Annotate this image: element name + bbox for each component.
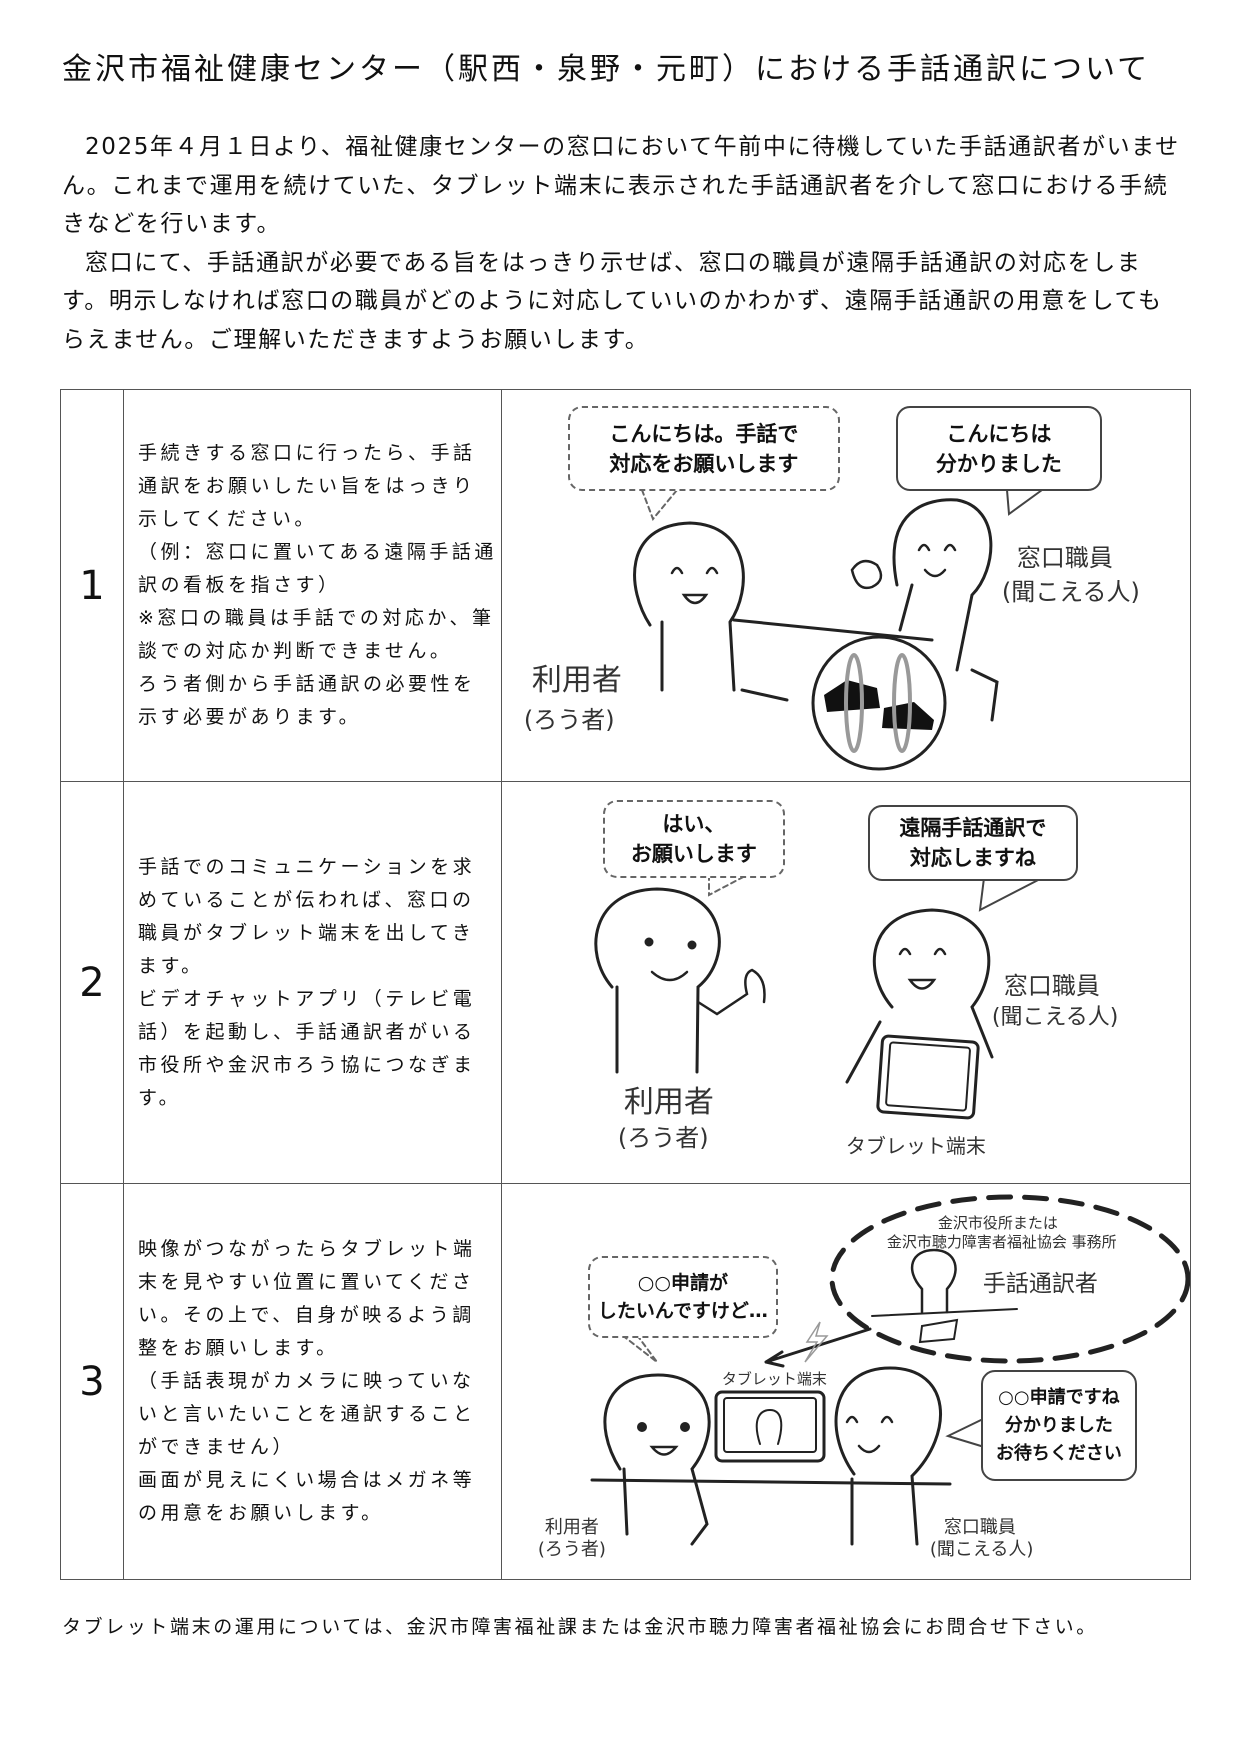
- bubble-text: 対応しますね: [909, 846, 1036, 870]
- staff-figure: [834, 1366, 942, 1546]
- page-title: 金沢市福祉健康センター（駅西・泉野・元町）における手話通訳について: [62, 52, 1151, 87]
- office-label-line2: 金沢市聴力障害者福祉協会 事務所: [886, 1233, 1117, 1251]
- staff-label: 窓口職員: [1016, 544, 1113, 572]
- text-line: 手続きする窓口に行ったら、手話: [138, 442, 476, 464]
- staff-figure: [892, 498, 993, 672]
- remote-office-ellipse: [829, 1194, 1190, 1364]
- text-line: 整をお願いします。: [138, 1337, 339, 1359]
- tablet-device: [714, 1390, 826, 1463]
- text-line: 示す必要があります。: [138, 706, 362, 728]
- tablet-scene-drawing: [594, 874, 1043, 1120]
- text-line: ※窓口の職員は手話での対応か、筆: [138, 607, 495, 629]
- office-label-line1: 金沢市役所または: [937, 1214, 1058, 1232]
- text-line: 市役所や金沢市ろう協につなぎま: [138, 1053, 476, 1076]
- user-speech-bubble: ○○申請が したいんですけど…: [587, 1256, 778, 1338]
- step-illustration: 金沢市役所または 金沢市聴力障害者福祉協会 事務所 手話通訳者 ○○申請が した…: [500, 1183, 1191, 1580]
- staff-sublabel: (聞こえる人): [991, 1005, 1119, 1030]
- step-number: 2: [60, 781, 124, 1184]
- step-number: 3: [60, 1183, 124, 1580]
- text-line: ビデオチャットアプリ（テレビ電: [138, 987, 476, 1010]
- bubble-text: こんにちは: [946, 421, 1052, 446]
- sign-hands: [823, 680, 880, 712]
- text-line: 通訳をお願いしたい旨をはっきり: [138, 475, 476, 497]
- step-illustration: はい、 お願いします 遠隔手話通訳で 対応しますね 利用者 (ろう者) 窓口職員…: [500, 781, 1191, 1184]
- staff-sublabel: (聞こえる人): [929, 1539, 1034, 1560]
- text-line: 手話でのコミュニケーションを求: [138, 855, 476, 878]
- video-call-scene-drawing: [590, 1194, 1190, 1546]
- bubble-text: お待ちください: [995, 1442, 1122, 1464]
- bubble-text: 分かりました: [1004, 1414, 1113, 1436]
- text-line: 示してください。: [138, 508, 317, 530]
- table-row: 2 手話でのコミュニケーションを求 めていることが伝われば、窓口の 職員がタブレ…: [60, 781, 1191, 1184]
- bubble-text: 対応をお願いします: [609, 451, 799, 476]
- desk: [732, 618, 999, 722]
- user-figure: [594, 887, 721, 1074]
- steps-table: 1 手続きする窓口に行ったら、手話 通訳をお願いしたい旨をはっきり 示してくださ…: [60, 389, 1191, 1580]
- step-description: 手話でのコミュニケーションを求 めていることが伝われば、窓口の 職員がタブレット…: [123, 781, 502, 1184]
- user-label: 利用者: [531, 663, 622, 698]
- text-line: ろう者側から手話通訳の必要性を: [138, 673, 476, 695]
- staff-label: 窓口職員: [1003, 972, 1100, 1000]
- text-line: い。その上で、自身が映るよう調: [138, 1304, 475, 1326]
- text-line: いと言いたいことを通訳すること: [138, 1403, 476, 1425]
- step-description: 映像がつながったらタブレット端 末を見やすい位置に置いてくださ い。その上で、自…: [123, 1183, 502, 1580]
- intro-paragraph: 2025年４月１日より、福祉健康センターの窓口において午前中に待機していた手話通…: [62, 134, 1180, 237]
- footer-note: タブレット端末の運用については、金沢市障害福祉課または金沢市聴力障害者福祉協会に…: [62, 1616, 1098, 1638]
- counter-scene-drawing: [633, 489, 1043, 771]
- staff-speech-bubble: 遠隔手話通訳で 対応しますね: [867, 805, 1078, 881]
- user-speech-bubble: はい、 お願いします: [602, 800, 785, 878]
- intro-text: 2025年４月１日より、福祉健康センターの窓口において午前中に待機していた手話通…: [62, 128, 1184, 359]
- tablet-device: [876, 1034, 980, 1120]
- text-line: 話）を起動し、手話通訳者がいる: [138, 1020, 476, 1043]
- text-line: 訳の看板を指さす）: [138, 574, 341, 596]
- desk: [590, 1478, 952, 1486]
- staff-speech-bubble: ○○申請ですね 分かりました お待ちください: [980, 1370, 1137, 1481]
- intro-paragraph: 窓口にて、手話通訳が必要である旨をはっきり示せば、窓口の職員が遠隔手話通訳の対応…: [62, 249, 1163, 353]
- bubble-text: ○○申請が: [637, 1272, 728, 1294]
- staff-sublabel: (聞こえる人): [1001, 578, 1140, 606]
- bubble-text: ○○申請ですね: [998, 1386, 1120, 1408]
- user-label: 利用者: [544, 1517, 599, 1538]
- text-line: ます。: [138, 954, 204, 977]
- text-line: 画面が見えにくい場合はメガネ等: [138, 1469, 476, 1491]
- table-row: 3 映像がつながったらタブレット端 末を見やすい位置に置いてくださ い。その上で…: [60, 1183, 1191, 1580]
- step-description: 手続きする窓口に行ったら、手話 通訳をお願いしたい旨をはっきり 示してください。…: [123, 389, 502, 782]
- staff-label: 窓口職員: [943, 1517, 1016, 1538]
- text-line: 末を見やすい位置に置いてくださ: [138, 1271, 475, 1293]
- user-figure: [633, 521, 745, 692]
- bubble-text: お願いします: [630, 842, 757, 866]
- text-line: 談での対応か判断できません。: [138, 640, 453, 662]
- bubble-text: 遠隔手話通訳で: [899, 816, 1047, 840]
- user-sublabel: (ろう者): [537, 1539, 606, 1560]
- bubble-text: 分かりました: [935, 451, 1062, 476]
- bubble-text: はい、: [662, 812, 726, 836]
- text-line: （例：窓口に置いてある遠隔手話通: [138, 541, 497, 563]
- step-number: 1: [60, 389, 124, 782]
- text-line: の用意をお願いします。: [138, 1502, 384, 1524]
- interpreter-figure: [910, 1248, 957, 1314]
- text-line: （手話表現がカメラに映っていな: [138, 1370, 475, 1392]
- step-illustration: こんにちは。手話で 対応をお願いします こんにちは 分かりました 利用者 (ろう…: [500, 389, 1191, 782]
- tablet-label: タブレット端末: [845, 1134, 986, 1158]
- tablet-label: タブレット端末: [721, 1370, 827, 1388]
- staff-speech-bubble: こんにちは 分かりました: [895, 406, 1102, 491]
- bubble-text: こんにちは。手話で: [609, 421, 799, 446]
- user-sublabel: (ろう者): [617, 1124, 709, 1152]
- staff-figure: [845, 908, 994, 1084]
- user-figure: [603, 1373, 711, 1546]
- text-line: 職員がタブレット端末を出してき: [138, 921, 475, 944]
- text-line: めていることが伝われば、窓口の: [138, 888, 475, 911]
- user-speech-bubble: こんにちは。手話で 対応をお願いします: [567, 406, 840, 491]
- lightning-icon: [804, 1321, 829, 1363]
- text-line: す。: [138, 1086, 182, 1109]
- interpreter-label: 手話通訳者: [982, 1271, 1098, 1297]
- user-label: 利用者: [623, 1085, 714, 1120]
- text-line: ができません）: [138, 1436, 295, 1458]
- text-line: 映像がつながったらタブレット端: [138, 1238, 476, 1260]
- table-row: 1 手続きする窓口に行ったら、手話 通訳をお願いしたい旨をはっきり 示してくださ…: [60, 389, 1191, 782]
- user-sublabel: (ろう者): [523, 706, 615, 734]
- bubble-text: したいんですけど…: [597, 1300, 768, 1322]
